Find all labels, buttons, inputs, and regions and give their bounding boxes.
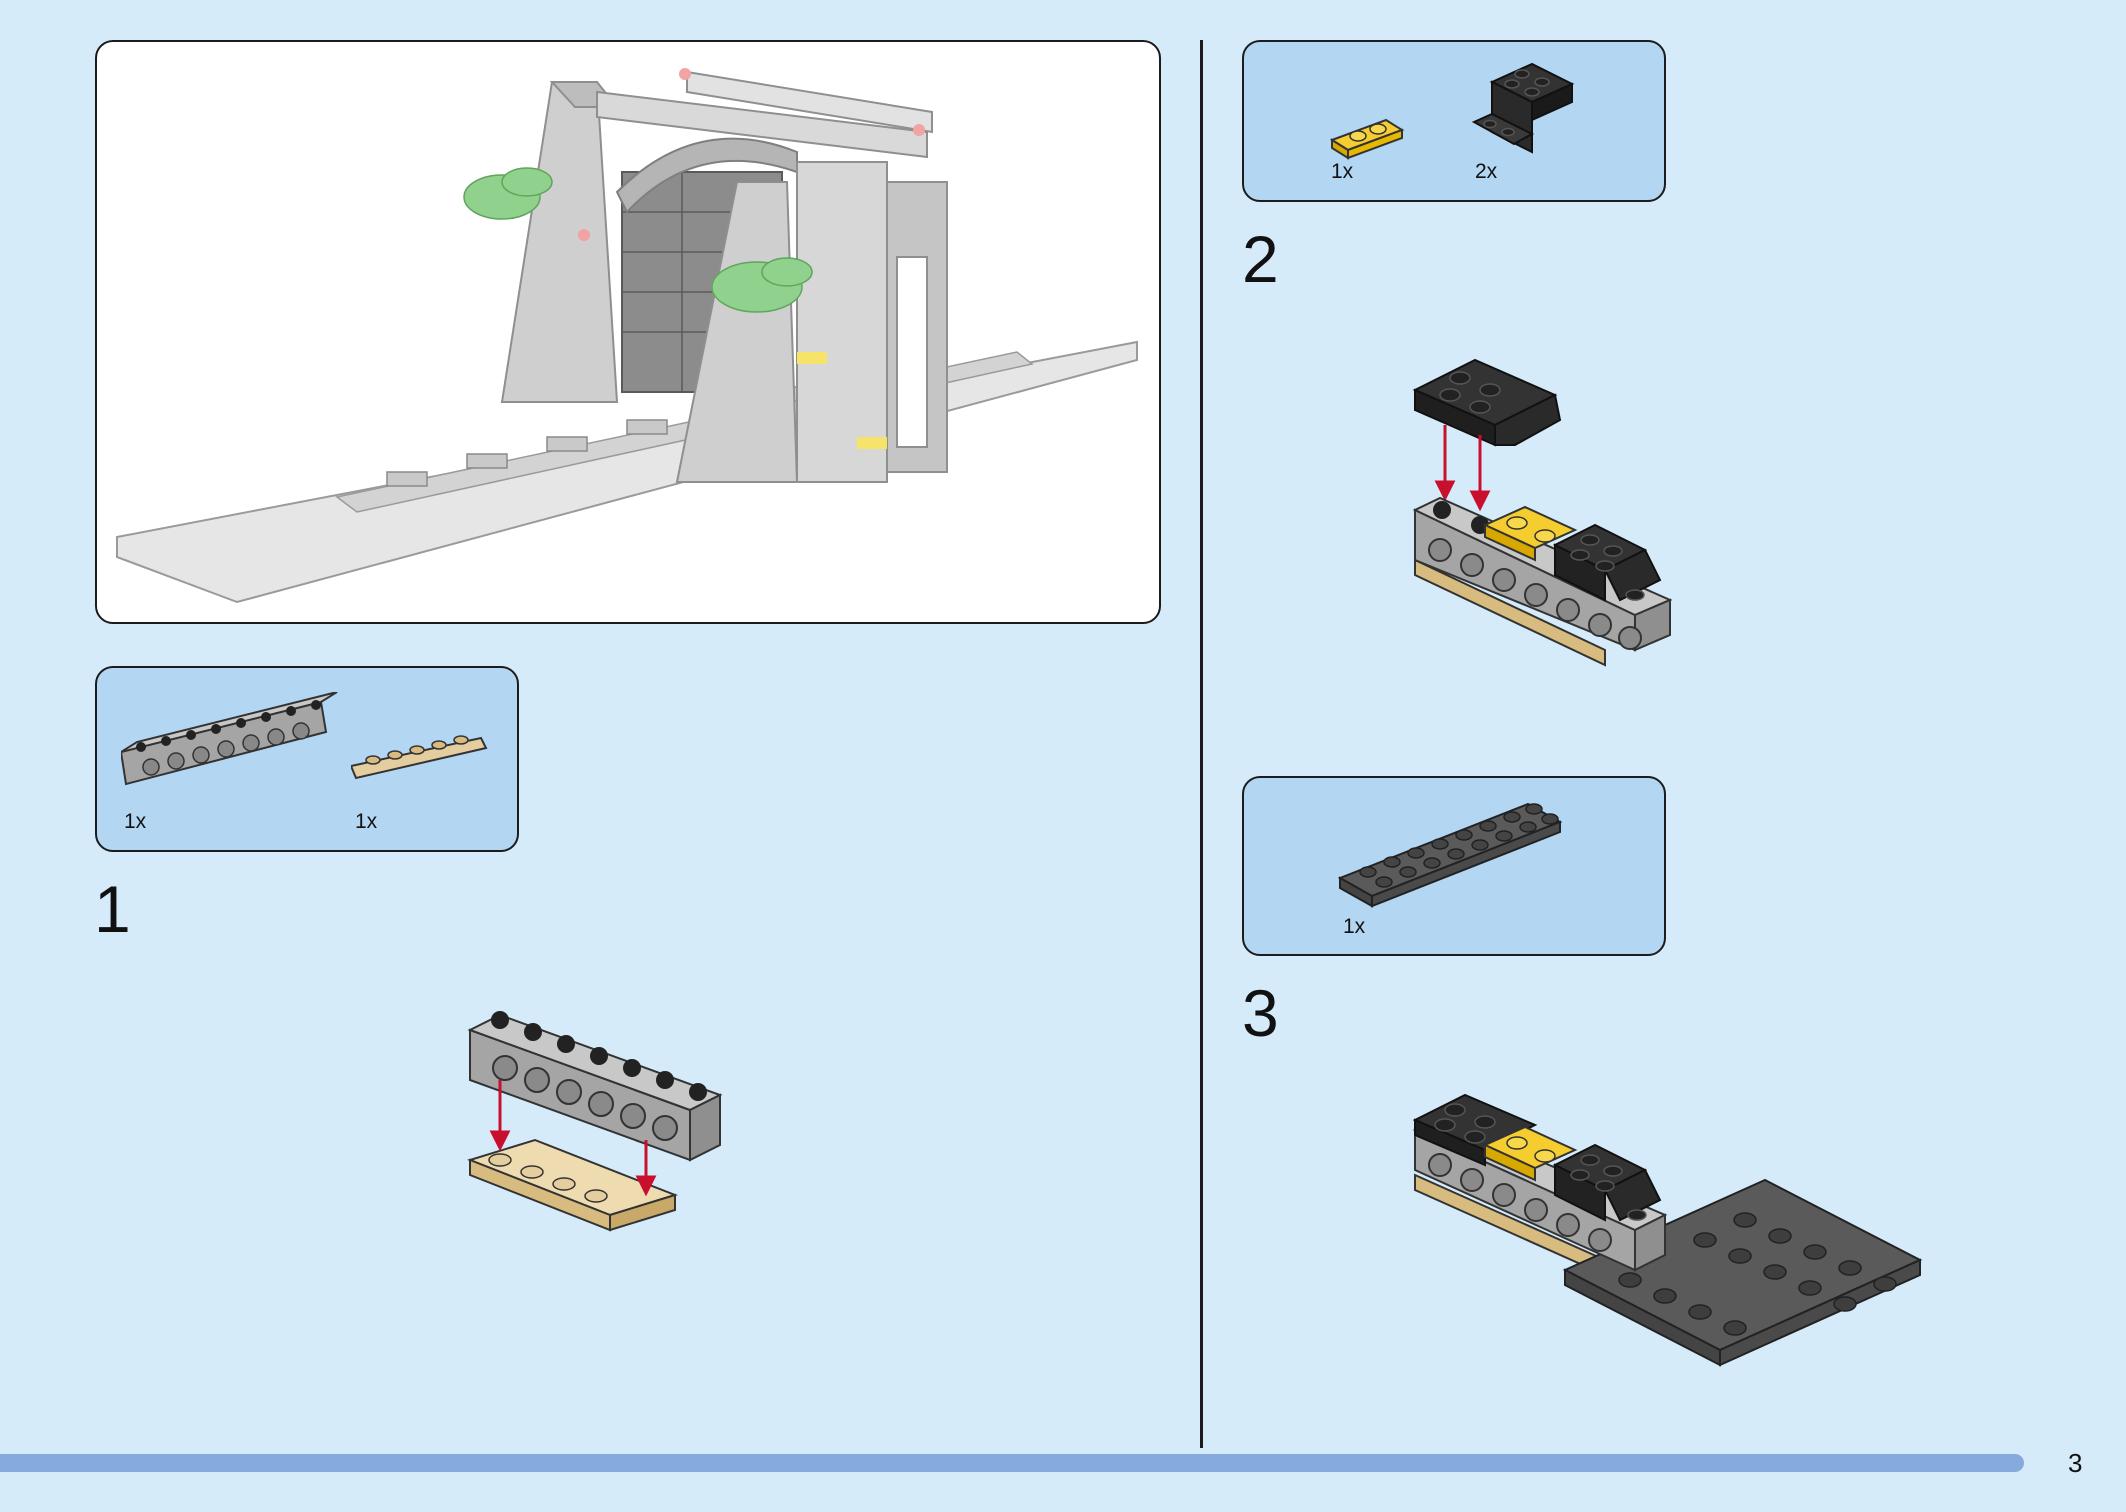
step-1-assembly-illustration xyxy=(466,1011,723,1232)
tan-plate-icon xyxy=(351,735,488,780)
step-2-assembly-illustration xyxy=(1412,358,1673,667)
part-quantity: 2x xyxy=(1475,160,1498,183)
step-1-parts-box: 1x 1x xyxy=(95,666,519,852)
page-number: 3 xyxy=(2068,1448,2083,1478)
part-quantity: 1x xyxy=(124,810,147,833)
part-quantity: 1x xyxy=(355,810,378,833)
model-preview-panel xyxy=(95,40,1161,624)
progress-bar xyxy=(0,1454,2024,1472)
step-2-parts-box: 1x 2x xyxy=(1242,40,1666,202)
step-number: 3 xyxy=(1242,976,1279,1050)
light-gray-technic-brick-icon xyxy=(121,692,338,786)
step-3-assembly-illustration xyxy=(1412,1093,1923,1367)
step-number: 1 xyxy=(94,872,131,946)
part-quantity: 1x xyxy=(1343,915,1366,938)
step-number: 2 xyxy=(1242,222,1279,296)
dark-gray-plate-icon xyxy=(1338,802,1563,908)
part-quantity: 1x xyxy=(1331,160,1354,183)
column-divider xyxy=(1200,40,1203,1448)
black-bracket-icon xyxy=(1472,62,1575,154)
yellow-plate-icon xyxy=(1330,118,1405,160)
step-3-parts-box: 1x xyxy=(1242,776,1666,956)
tunnel-model-illustration xyxy=(116,68,1138,604)
